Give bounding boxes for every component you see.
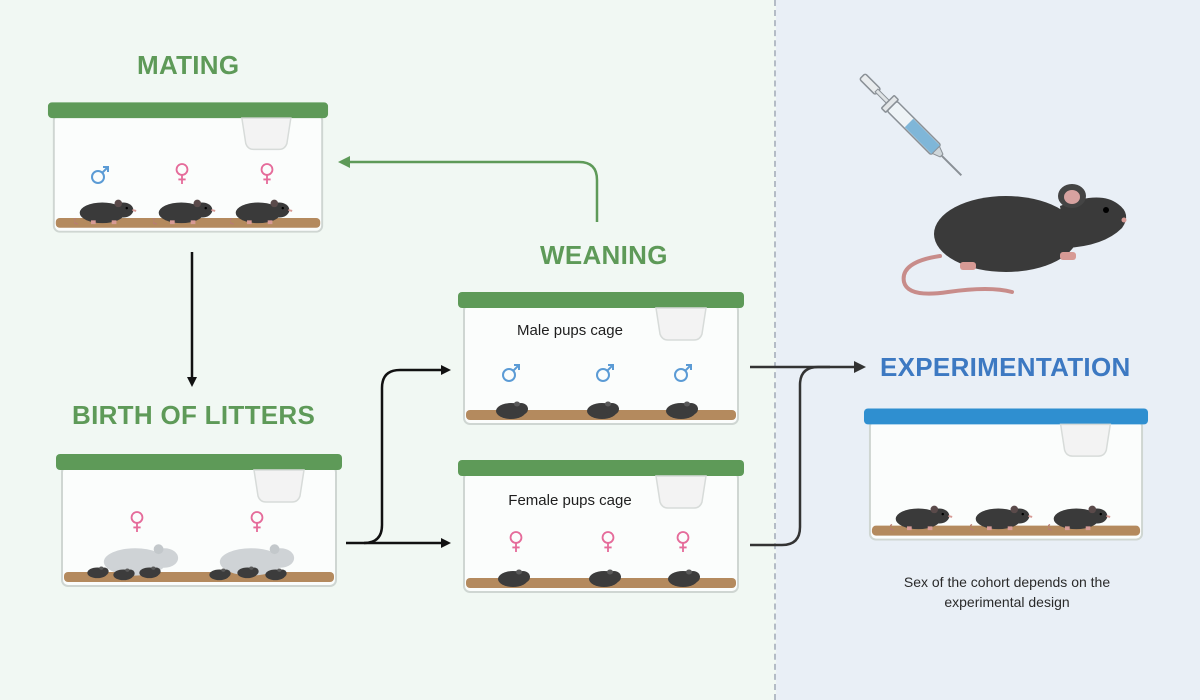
birth-of-litters-title: BIRTH OF LITTERS <box>72 400 316 430</box>
male-pups-cage-label: Male pups cage <box>517 322 623 339</box>
cohort-caption: Sex of the cohort depends on the experim… <box>852 572 1162 612</box>
caption-line-2: experimental design <box>944 594 1070 610</box>
experimentation-panel <box>776 0 1200 700</box>
syringe-icon <box>859 73 963 177</box>
female-pups-cage <box>457 459 745 593</box>
birth-cage <box>55 453 343 587</box>
female-pups-cage-label: Female pups cage <box>508 492 632 509</box>
flow-arrows <box>187 156 866 548</box>
panel-divider <box>774 0 776 700</box>
male-pups-cage <box>457 291 745 425</box>
arrow-birth-to-male-cage <box>346 365 451 545</box>
mating-title: MATING <box>137 50 240 80</box>
arrow-female-to-experimentation <box>750 365 830 547</box>
caption-line-1: Sex of the cohort depends on the <box>903 574 1111 590</box>
experimentation-title: EXPERIMENTATION <box>880 352 1131 382</box>
arrow-weaning-to-mating <box>338 156 599 222</box>
mating-cage <box>46 101 330 233</box>
experimental-mouse-icon <box>901 184 1127 296</box>
weaning-title: WEANING <box>540 240 668 270</box>
experimentation-cage <box>862 407 1150 541</box>
